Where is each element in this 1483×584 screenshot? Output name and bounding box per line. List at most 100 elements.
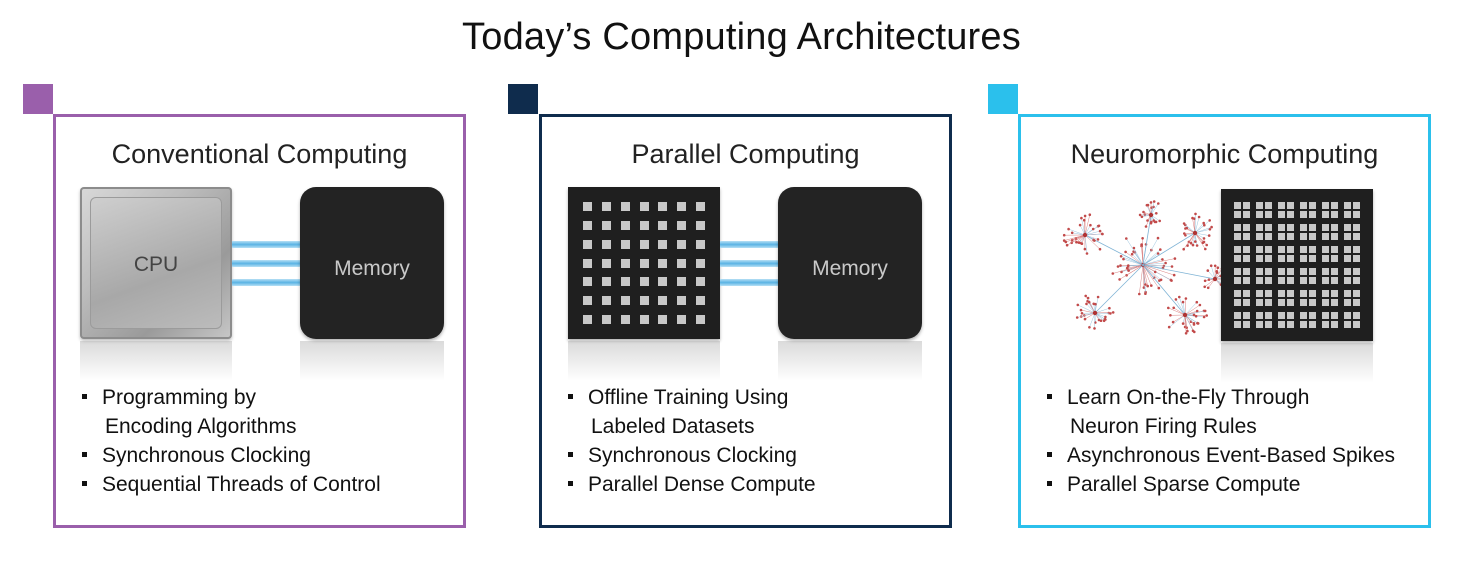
network-edge [1142,264,1152,286]
memory-bus-line [232,241,302,248]
core-cell [1256,202,1263,209]
core-cell [1234,202,1241,209]
network-node [1194,212,1197,216]
core-cell [1265,255,1272,262]
core-cell [1344,321,1351,328]
network-node [1201,241,1205,244]
network-node [1207,234,1211,237]
network-node [1155,212,1158,215]
network-node [1191,243,1195,247]
network-node [1122,257,1125,261]
core-cell [1309,321,1316,328]
core-cell [677,315,687,325]
network-edge [1169,314,1186,328]
network-edge [1084,234,1088,254]
network-edge [1084,214,1091,236]
network-hub-node [1192,230,1198,236]
core-cell [1344,290,1351,297]
core-cell [1278,246,1285,253]
network-node [1104,315,1107,319]
network-node [1184,227,1187,230]
network-edge [1194,222,1204,234]
core-cell [1287,224,1294,231]
memory-label: Memory [334,257,410,280]
network-edge [1084,233,1103,236]
core-cell [1353,224,1360,231]
core-cell [677,220,687,230]
core-cell [1287,321,1294,328]
network-edge [1183,223,1196,234]
core-cell [582,239,592,249]
network-node [1150,284,1153,287]
network-node [1194,240,1197,243]
memory-bus-line [720,260,780,267]
core-cell [1300,268,1307,275]
network-node [1146,219,1149,222]
network-node [1210,225,1213,229]
core-cell [1265,211,1272,218]
network-node [1216,266,1220,269]
core-cell [639,315,649,325]
core-cell [1243,233,1250,240]
core-cell [677,258,687,268]
page-title: Today’s Computing Architectures [462,16,1021,58]
network-node [1189,241,1193,245]
core-cell [1322,211,1329,218]
core-cell [1300,233,1307,240]
network-node [1157,202,1160,205]
network-edge [1112,264,1144,274]
core-cell [1309,224,1316,231]
network-node [1213,264,1217,268]
network-node [1173,257,1177,260]
chip-reflection [1221,343,1373,383]
core-cell [582,220,592,230]
network-node [1181,322,1185,325]
network-edge [1150,203,1159,216]
neuromorphic-accent-square [988,84,1018,114]
network-edge [1194,213,1196,234]
network-node [1146,284,1149,288]
core-cell [1256,290,1263,297]
network-edge [1184,314,1198,324]
network-node [1170,265,1174,268]
network-node [1102,319,1106,323]
network-edge [1066,234,1086,246]
network-node [1119,264,1122,267]
core-cell [696,201,706,211]
core-cell [1234,277,1241,284]
network-node [1097,224,1101,228]
network-edge [1172,314,1186,323]
core-cell [1265,246,1272,253]
network-edge [1094,312,1096,329]
network-node [1174,298,1178,301]
core-cell [639,201,649,211]
core-cell [658,258,668,268]
core-cell [1265,312,1272,319]
core-cell [620,315,630,325]
core-cell [1322,277,1329,284]
network-edge [1142,259,1163,266]
network-node [1205,243,1208,247]
bullet-item: Synchronous Clocking [566,441,816,470]
network-node [1161,258,1164,261]
gpu-grid-chip-image [568,187,720,339]
network-node [1206,286,1210,290]
core-cell [1309,202,1316,209]
core-cell [601,315,611,325]
network-edge [1080,309,1096,314]
network-node [1164,261,1167,265]
core-cell [1243,299,1250,306]
core-cell [1300,224,1307,231]
core-cell [601,220,611,230]
bullet-item: Synchronous Clocking [80,441,381,470]
network-node [1150,220,1153,224]
core-cell [658,201,668,211]
core-cell [1243,224,1250,231]
core-cell [1243,268,1250,275]
network-node [1125,237,1128,240]
network-node [1079,308,1083,312]
core-cell [1322,268,1329,275]
core-cell [1278,299,1285,306]
core-cell [677,277,687,287]
